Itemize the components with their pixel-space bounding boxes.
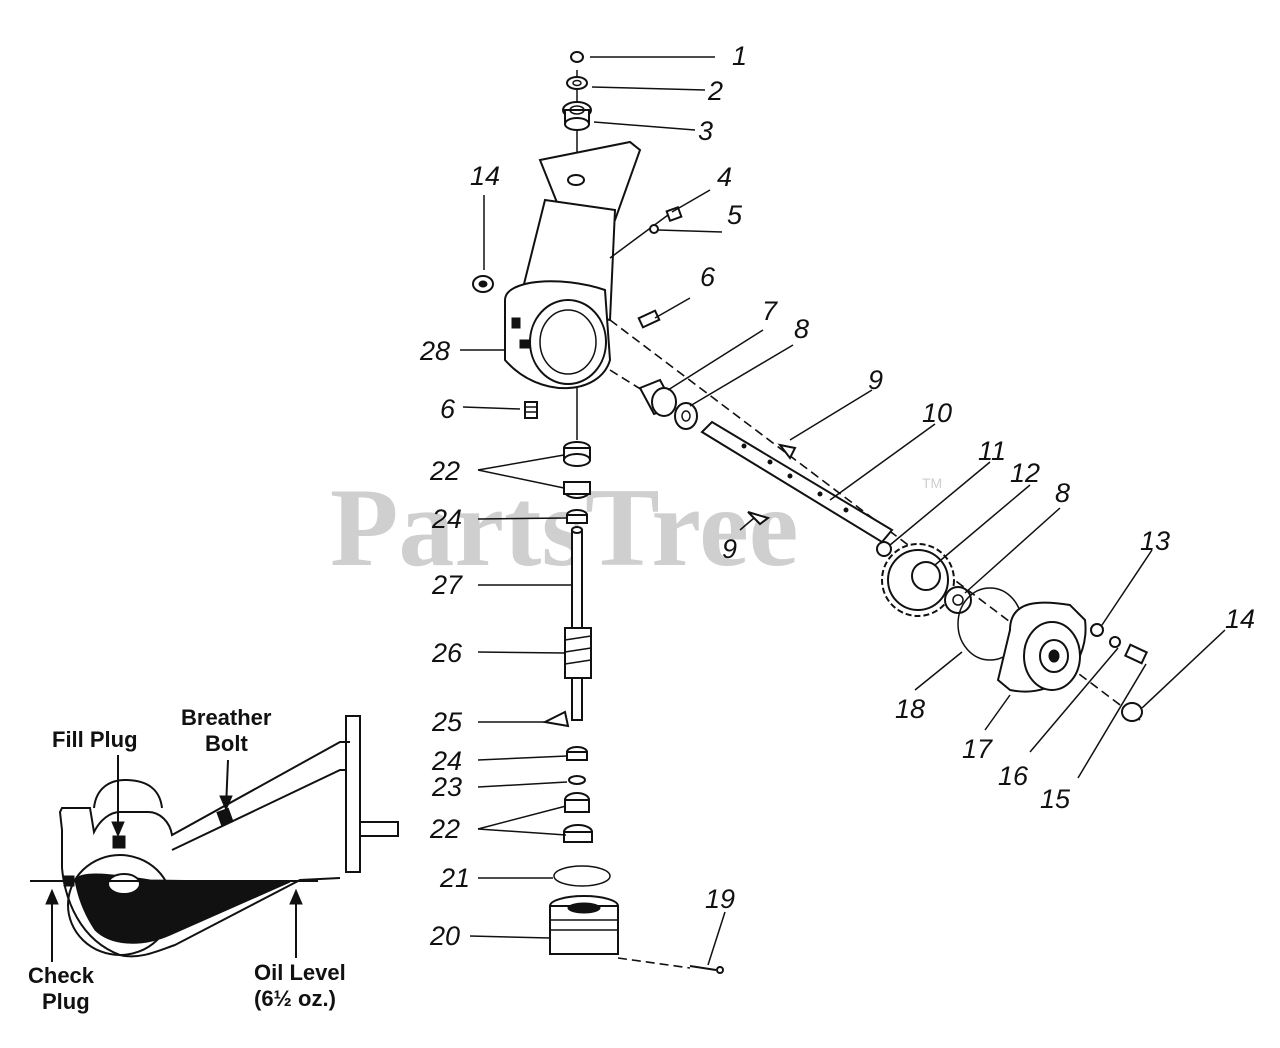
callout-12: 12 <box>1010 458 1040 488</box>
callout-15: 15 <box>1040 784 1071 814</box>
part-8-washer-lower <box>944 586 972 614</box>
part-21-o-ring <box>553 865 611 887</box>
main-assembly <box>472 51 1149 974</box>
part-23-washer <box>568 775 586 785</box>
callout-20: 20 <box>429 921 460 951</box>
check-plug-label-2: Plug <box>42 989 90 1014</box>
callout-21: 21 <box>439 863 470 893</box>
part-26-worm-gear <box>564 627 592 721</box>
watermark-tm: TM <box>922 475 942 491</box>
callout-18: 18 <box>895 694 925 724</box>
callout-1: 1 <box>732 41 747 71</box>
callout-28: 28 <box>419 336 450 366</box>
leader-lines <box>460 56 1226 966</box>
part-6-plug-lower <box>524 401 538 419</box>
callout-8-lower: 8 <box>1055 478 1070 508</box>
part-10-axle <box>700 420 894 544</box>
callout-14-upper: 14 <box>470 161 500 191</box>
callout-2: 2 <box>707 76 723 106</box>
callout-25: 25 <box>431 707 463 737</box>
callout-3: 3 <box>698 116 713 146</box>
callout-7: 7 <box>762 296 778 326</box>
part-5-washer <box>649 224 659 234</box>
callout-8-upper: 8 <box>794 314 809 344</box>
part-19-cotter-pin <box>617 957 724 974</box>
callout-numbers: 1 2 3 4 5 6 6 7 8 8 9 9 10 11 12 13 14 1… <box>419 41 1255 951</box>
part-28-housing <box>504 140 642 390</box>
part-16-washer <box>1109 636 1121 648</box>
callout-5: 5 <box>727 200 743 230</box>
part-27-shaft <box>571 526 583 631</box>
part-1-nut <box>570 51 584 63</box>
callout-13: 13 <box>1140 526 1170 556</box>
callout-23: 23 <box>431 772 462 802</box>
part-8-washer-upper <box>674 402 698 430</box>
breather-bolt-label-2: Bolt <box>205 731 248 756</box>
callout-27: 27 <box>431 570 463 600</box>
part-4-bolt <box>609 205 683 259</box>
callout-17: 17 <box>962 734 993 764</box>
part-13-washer <box>1090 623 1104 637</box>
callout-26: 26 <box>431 638 463 668</box>
callout-6-lower: 6 <box>440 394 456 424</box>
oil-level-label-1: Oil Level <box>254 960 346 985</box>
check-plug-label-1: Check <box>28 963 95 988</box>
part-2-washer <box>566 76 588 90</box>
part-6-plug-upper <box>637 309 661 329</box>
part-12-gear <box>881 543 955 617</box>
callout-9-upper: 9 <box>868 365 883 395</box>
part-20-cap <box>549 895 619 955</box>
callout-24-upper: 24 <box>431 504 462 534</box>
callout-16: 16 <box>998 761 1029 791</box>
part-22-bearing-upper <box>563 441 591 499</box>
part-24-spacer-lower <box>566 746 588 761</box>
callout-24-lower: 24 <box>431 746 462 776</box>
callout-9-lower: 9 <box>722 534 737 564</box>
callout-22-lower: 22 <box>429 814 460 844</box>
callout-11: 11 <box>978 436 1006 466</box>
part-17-cover <box>996 601 1087 693</box>
part-22-bearing-lower <box>563 792 593 843</box>
part-7-bushing <box>638 378 677 417</box>
callout-14-lower: 14 <box>1225 604 1255 634</box>
fill-plug-label: Fill Plug <box>52 727 138 752</box>
callout-22-upper: 22 <box>429 456 460 486</box>
callout-6-upper: 6 <box>700 262 716 292</box>
part-11-ring <box>876 541 892 557</box>
part-14-plug-right <box>1121 702 1143 722</box>
part-3-bearing <box>562 101 592 131</box>
part-9-key-upper <box>777 443 797 460</box>
breather-bolt-label-1: Breather <box>181 705 272 730</box>
callout-4: 4 <box>717 162 732 192</box>
oil-level-inset: Fill Plug Breather Bolt Check Plug Oil L… <box>28 705 399 1014</box>
part-24-spacer-upper <box>566 509 588 524</box>
callout-19: 19 <box>705 884 735 914</box>
callout-10: 10 <box>922 398 952 428</box>
part-25-key <box>541 710 570 728</box>
part-15-bolt <box>1123 643 1149 665</box>
oil-level-label-2: (6½ oz.) <box>254 986 336 1011</box>
